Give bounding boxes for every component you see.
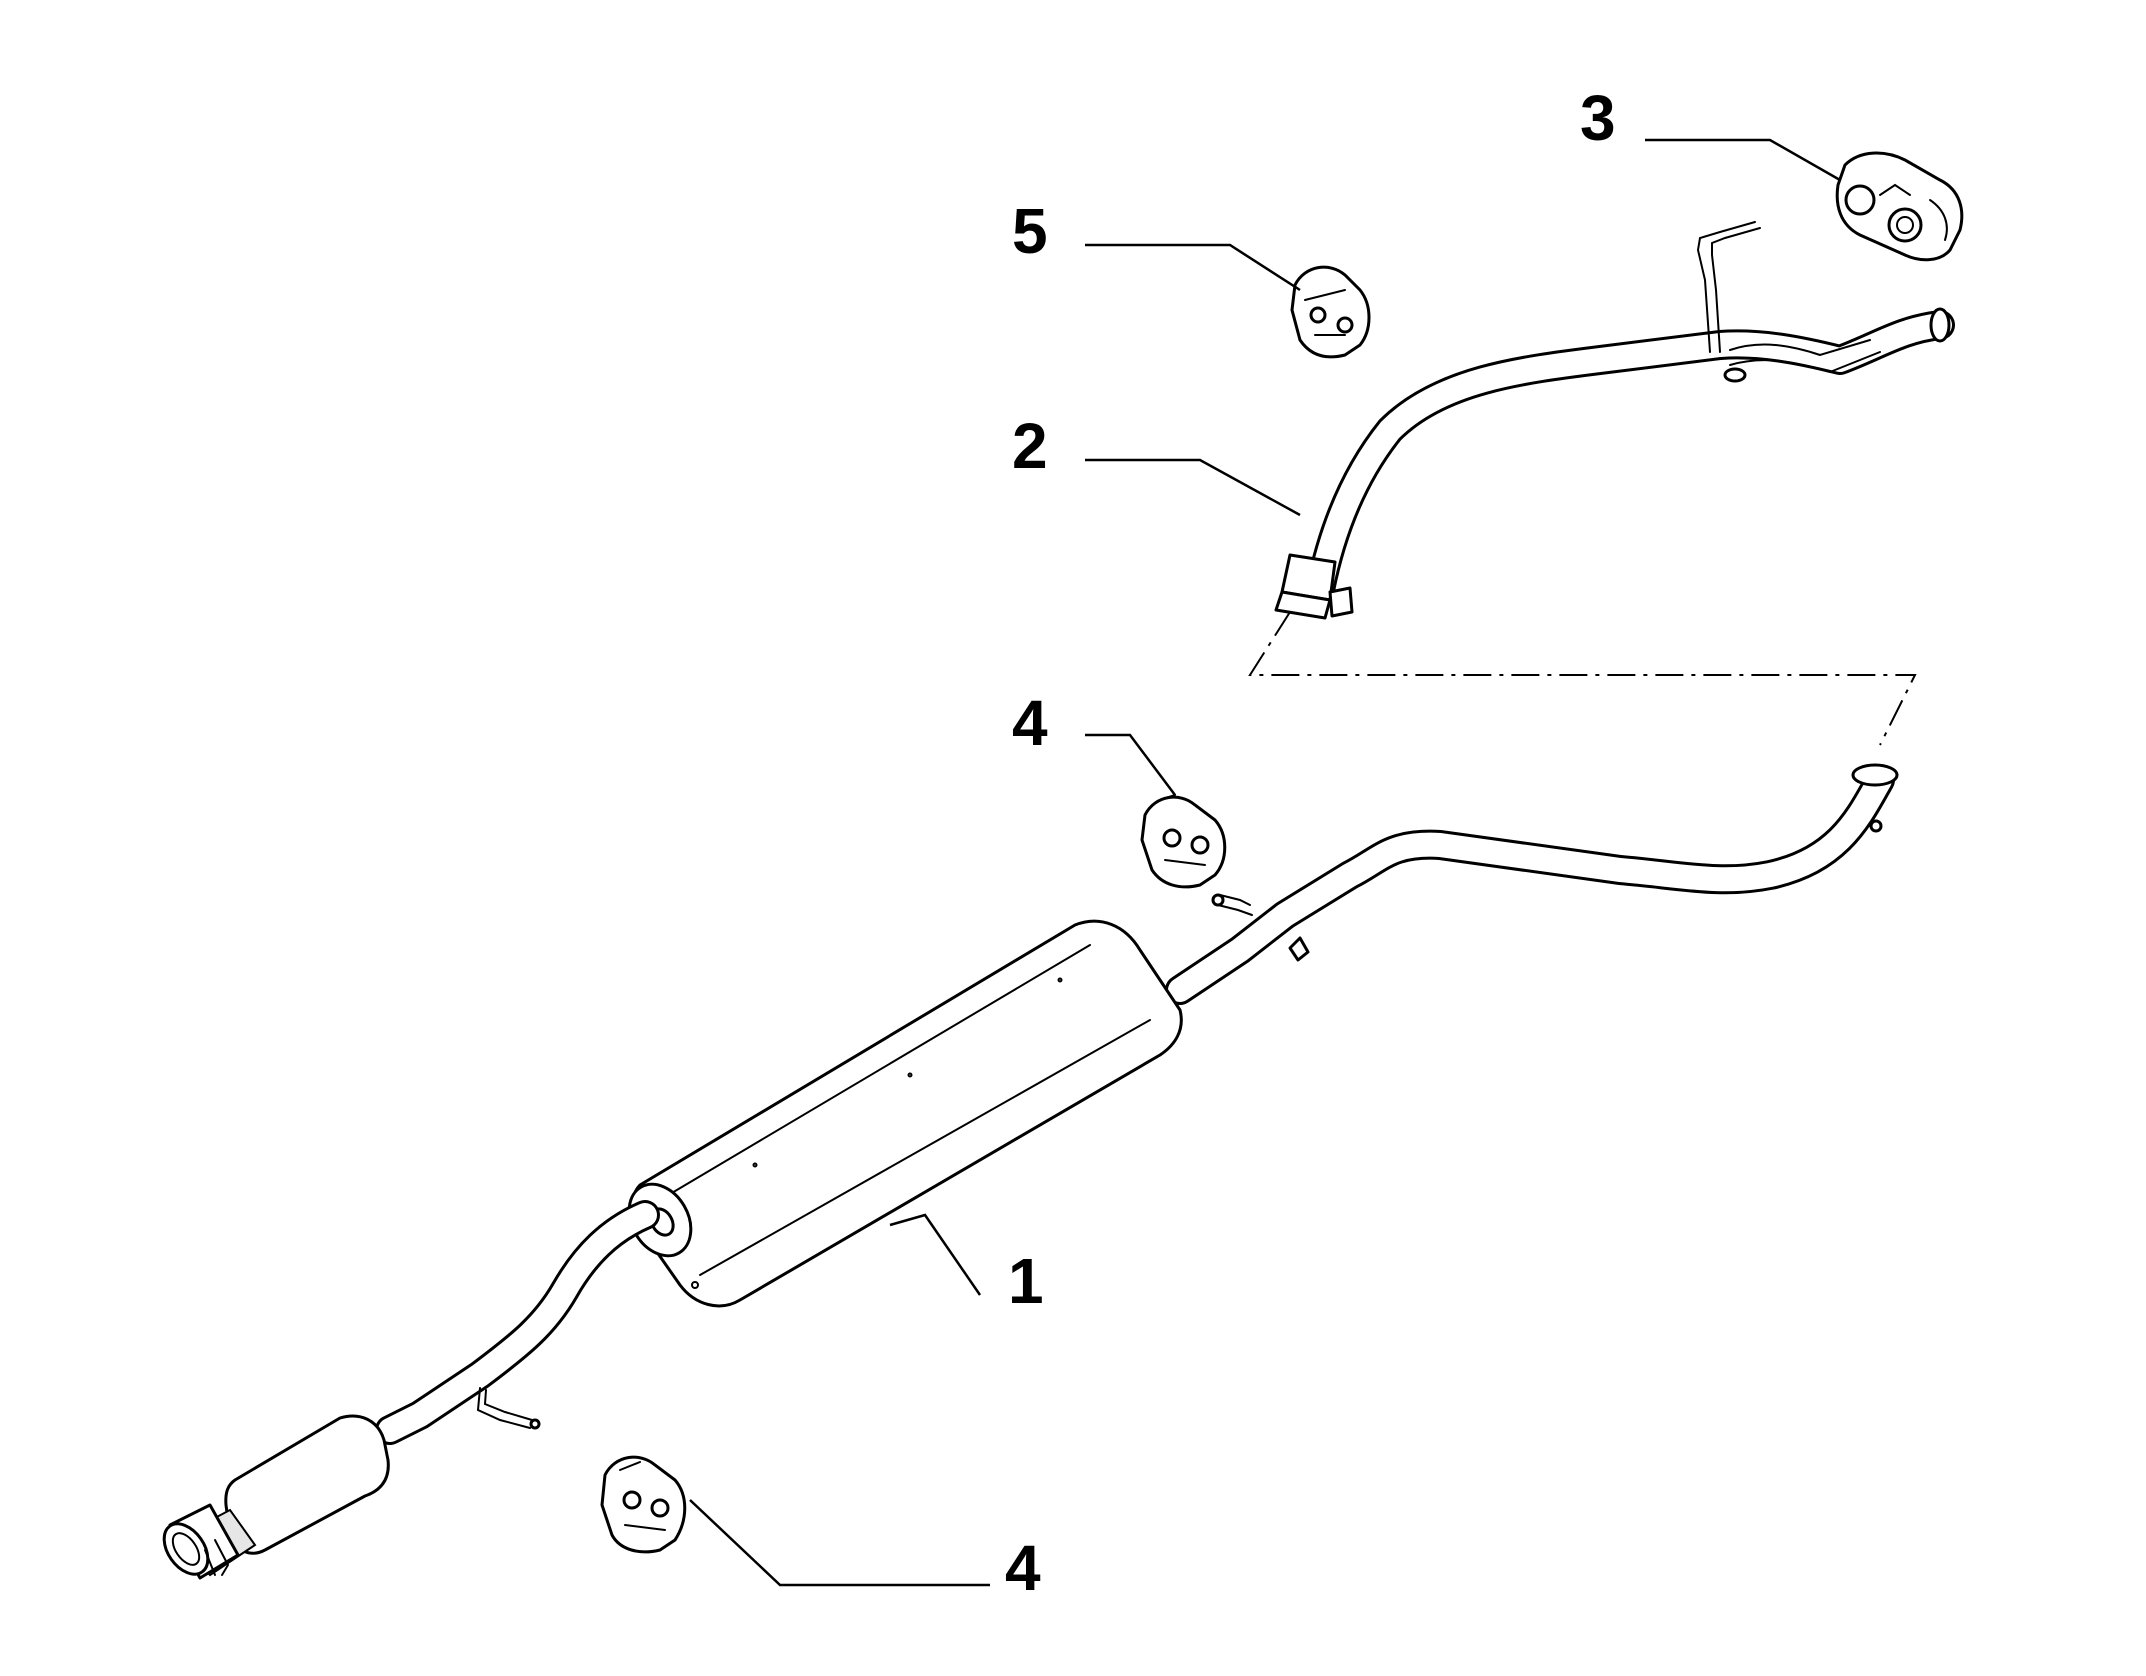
leader-5 bbox=[1085, 243, 1301, 292]
rear-pipe-assembly bbox=[162, 763, 1899, 1580]
front-pipe bbox=[1274, 221, 1955, 620]
leader-2 bbox=[1085, 458, 1301, 517]
callout-1: 1 bbox=[1008, 1245, 1044, 1317]
callout-3: 3 bbox=[1580, 82, 1616, 154]
rubber-hanger-rear bbox=[600, 1455, 687, 1554]
rubber-hanger-large bbox=[1835, 151, 1964, 262]
connection-line bbox=[1248, 611, 1917, 746]
rubber-hanger-mid bbox=[1140, 794, 1227, 889]
leader-1 bbox=[889, 1213, 982, 1296]
rubber-hanger-front bbox=[1290, 265, 1371, 359]
leader-4b bbox=[689, 1499, 990, 1587]
callout-4b: 4 bbox=[1005, 1532, 1041, 1604]
callout-5: 5 bbox=[1012, 195, 1048, 267]
callout-2: 2 bbox=[1012, 410, 1048, 482]
callout-4a: 4 bbox=[1012, 687, 1048, 759]
leader-4a bbox=[1085, 733, 1176, 796]
leader-3 bbox=[1645, 138, 1841, 182]
